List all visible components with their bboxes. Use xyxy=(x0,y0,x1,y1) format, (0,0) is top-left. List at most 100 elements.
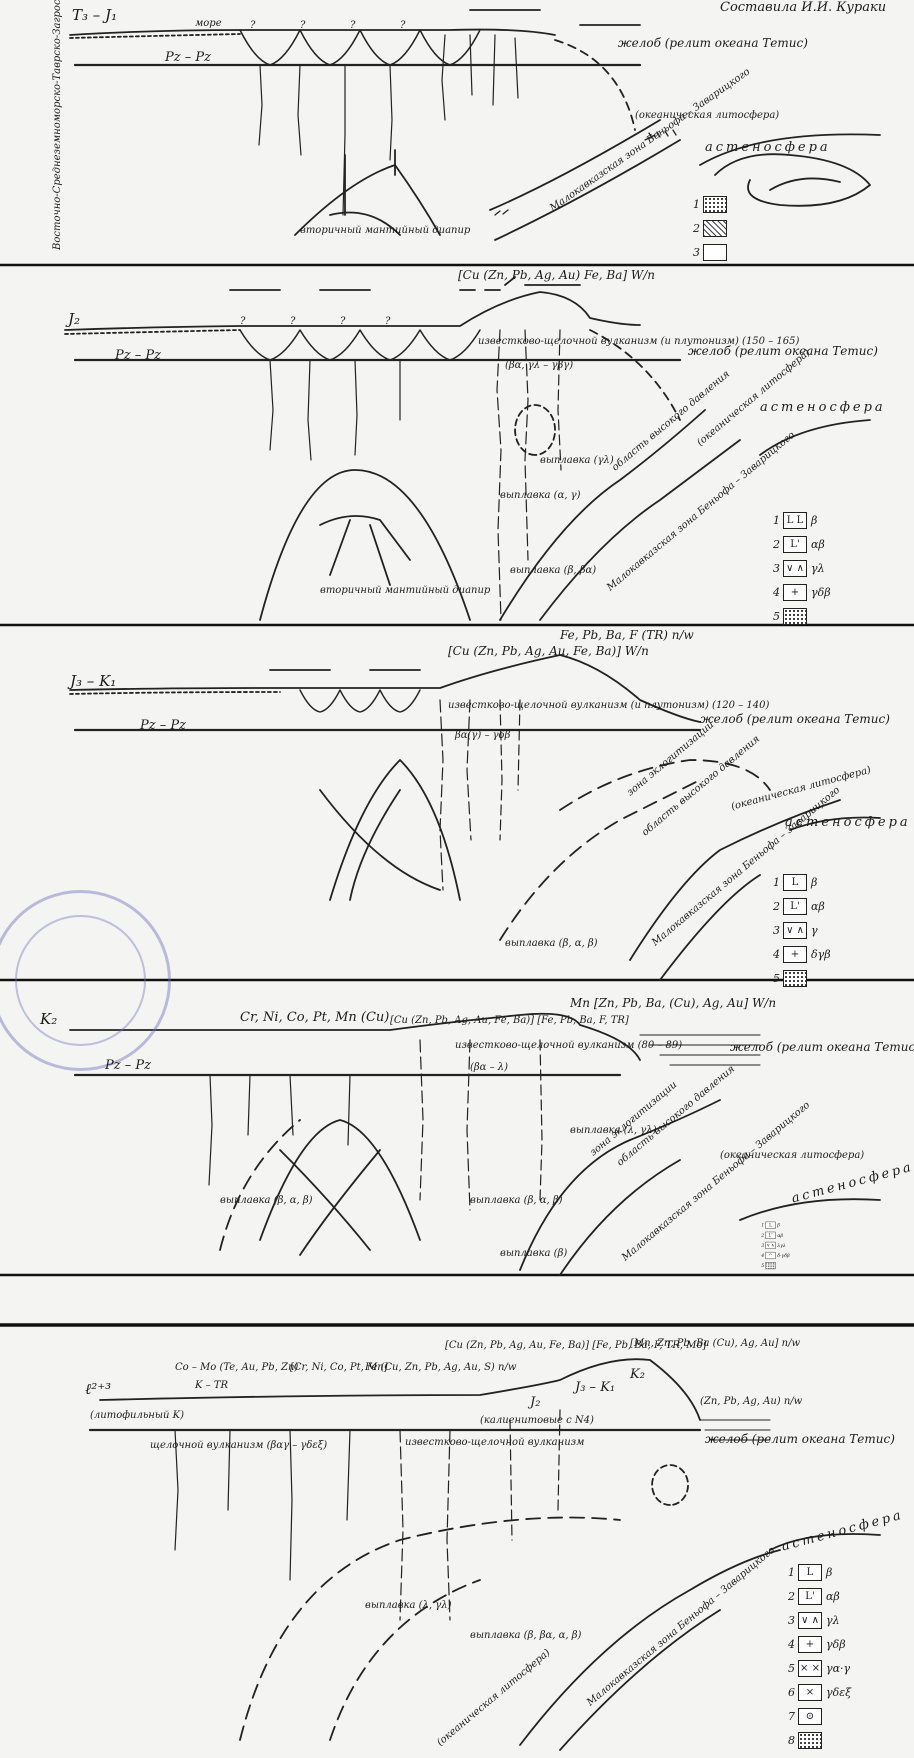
panel-2-diapir: вторичный мантийный диапир xyxy=(320,585,490,596)
legend-text: γλ xyxy=(826,1614,840,1627)
uncertain-mark: ? xyxy=(290,316,295,327)
panel-3-legend: 1Lβ 2L'αβ 3∨ ∧γ 4+δγβ 5 xyxy=(770,870,831,990)
panel-1-trench: желоб (релит океана Тетис) xyxy=(618,36,808,50)
panel-2-age: J₂ xyxy=(68,310,80,328)
legend-swatch xyxy=(765,1262,775,1269)
uncertain-mark: ? xyxy=(385,316,390,327)
legend-number: 2 xyxy=(690,222,700,235)
panel-3-trench: желоб (релит океана Тетис) xyxy=(700,712,890,726)
panel-2-melt-2: выплавка (α, γ) xyxy=(500,490,581,501)
legend-swatch: × × xyxy=(798,1660,822,1677)
panel-3-age: J₃ – K₁ xyxy=(70,672,116,690)
panel-5-trench: желоб (релит океана Тетис) xyxy=(705,1432,895,1446)
panel-5-age: ℓ²⁺³ xyxy=(85,1380,111,1399)
legend-text: γλ xyxy=(811,562,825,575)
legend-number: 1 xyxy=(770,876,780,889)
legend-text: αβ xyxy=(811,538,825,551)
legend-number: 6 xyxy=(785,1686,795,1699)
legend-number: 5 xyxy=(770,972,780,985)
panel-2-legend: 1L Lβ 2L'αβ 3∨ ∧γλ 4+γδβ 5 xyxy=(770,508,831,628)
panel-1-diapir: вторичный мантийный диапир xyxy=(300,225,470,236)
legend-swatch: ∨ ∧ xyxy=(783,922,807,939)
panel-5-litho: (литофильный K) xyxy=(90,1410,184,1421)
legend-number: 4 xyxy=(760,1253,764,1258)
panel-4-basement: Pz – Pz xyxy=(105,1058,151,1073)
panel-5-top-label-7: (Zn, Pb, Ag, Au) n/w xyxy=(700,1396,802,1407)
panel-1-legend: 1 2 3 xyxy=(690,192,727,264)
legend-swatch: × xyxy=(798,1684,822,1701)
legend-swatch: L xyxy=(798,1564,822,1581)
panel-3-metals: [Cu (Zn, Pb, Ag, Au, Fe, Ba)] W/n xyxy=(448,644,649,658)
legend-text: δ·γδβ xyxy=(777,1253,789,1258)
legend-number: 7 xyxy=(785,1710,795,1723)
legend-number: 3 xyxy=(770,924,780,937)
panel-2-trench: желоб (релит океана Тетис) xyxy=(688,344,878,358)
legend-text: δγβ xyxy=(811,948,831,961)
panel-5-alkaline: щелочной вулканизм (βαγ – γδεξ) xyxy=(150,1440,327,1451)
legend-number: 3 xyxy=(690,246,700,259)
legend-number: 3 xyxy=(785,1614,795,1627)
legend-text: αβ xyxy=(777,1232,783,1237)
legend-swatch: + xyxy=(783,584,807,601)
panel-2-basement: Pz – Pz xyxy=(115,348,161,363)
rift-zone-label: Восточно-Среднеземноморско-Таврско-Загро… xyxy=(52,0,63,250)
legend-number: 8 xyxy=(785,1734,795,1747)
legend-swatch xyxy=(798,1732,822,1749)
panel-4-melt-3: выплавка (λ, γλ) xyxy=(570,1125,656,1136)
panel-5-top-label-2: K – TR xyxy=(195,1380,228,1391)
legend-text: γδβ xyxy=(826,1638,846,1651)
legend-number: 3 xyxy=(760,1242,764,1247)
legend-text: β xyxy=(811,514,817,527)
legend-number: 1 xyxy=(760,1222,764,1227)
legend-number: 2 xyxy=(785,1590,795,1603)
panel-2-melt-3: выплавка (β, βα) xyxy=(510,565,596,576)
panel-1-basement: Pz – Pz xyxy=(165,50,211,65)
panel-4-melt-1: выплавка (β, α, β) xyxy=(220,1195,313,1206)
panel-5-melt-2: выплавка (β, βα, α, β) xyxy=(470,1630,581,1641)
legend-swatch: ∨ ∧ xyxy=(765,1242,775,1249)
legend-number: 2 xyxy=(760,1232,764,1237)
panel-5-age-j3k1: J₃ – K₁ xyxy=(575,1380,615,1395)
legend-number: 1 xyxy=(770,514,780,527)
legend-number: 5 xyxy=(760,1263,764,1268)
uncertain-mark: ? xyxy=(250,20,255,31)
legend-swatch: ◠ xyxy=(765,1252,775,1259)
panel-2-asthenosphere: астеносфера xyxy=(760,400,886,415)
panel-4-volcanism: известково-щелочной вулканизм (80 – 89) xyxy=(455,1040,682,1051)
legend-text: γδεξ xyxy=(826,1686,851,1699)
uncertain-mark: ? xyxy=(240,316,245,327)
panel-5-top-label-6: [Mn, Zn, Pb, Ba (Cu), Ag, Au] n/w xyxy=(630,1338,800,1349)
panel-1-ocean-litho: (океаническая литосфера) xyxy=(635,110,779,121)
panel-1-age: T₃ – J₁ xyxy=(72,6,117,24)
panel-4-melt-4: выплавка (β) xyxy=(500,1248,567,1259)
legend-text: αβ xyxy=(811,900,825,913)
legend-swatch xyxy=(703,196,727,213)
panel-2-volcanism-sub: (βα, γλ – γβγ) xyxy=(505,360,573,371)
panel-4-age: K₂ xyxy=(40,1010,57,1028)
legend-swatch: L' xyxy=(798,1588,822,1605)
legend-number: 4 xyxy=(770,948,780,961)
panel-4-metals-mid: [Cu (Zn, Pb, Ag, Au, Fe, Ba)] [Fe, Pb, B… xyxy=(390,1015,629,1026)
uncertain-mark: ? xyxy=(300,20,305,31)
legend-text: λγλ xyxy=(777,1242,786,1247)
panel-5-legend: 1Lβ 2L'αβ 3∨ ∧γλ 4+γδβ 5× ×γα·γ 6×γδεξ 7… xyxy=(785,1560,851,1752)
legend-number: 1 xyxy=(690,198,700,211)
author-note: Составила И.И. Кураки xyxy=(720,0,886,15)
legend-swatch: L xyxy=(765,1221,775,1228)
legend-text: γα·γ xyxy=(826,1662,850,1675)
panel-2-geometry xyxy=(65,277,870,620)
panel-5-age-j2: J₂ xyxy=(530,1395,540,1410)
legend-number: 3 xyxy=(770,562,780,575)
sea-label: море xyxy=(195,18,222,29)
legend-number: 2 xyxy=(770,900,780,913)
panel-2-metals: [Cu (Zn, Pb, Ag, Au) Fe, Ba] W/n xyxy=(458,268,655,282)
uncertain-mark: ? xyxy=(340,316,345,327)
legend-swatch: ∨ ∧ xyxy=(783,560,807,577)
panel-5-calc-alk-sub: (калиенитовые с N4) xyxy=(480,1415,594,1426)
panel-4-melt-2: выплавка (β, α, β) xyxy=(470,1195,563,1206)
legend-number: 5 xyxy=(785,1662,795,1675)
panel-3-volcanism-sub: βα(γ) – γδβ xyxy=(455,730,510,741)
legend-swatch: + xyxy=(798,1636,822,1653)
legend-text: β xyxy=(826,1566,832,1579)
legend-text: γδβ xyxy=(811,586,831,599)
